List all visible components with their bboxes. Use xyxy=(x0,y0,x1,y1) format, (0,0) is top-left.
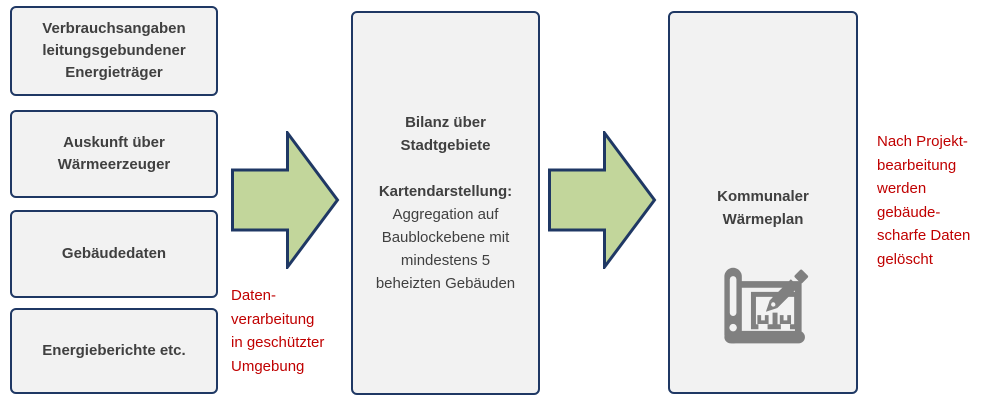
annotation-data-processing: Daten- verarbeitung in geschützter Umgeb… xyxy=(231,287,325,375)
input-box-label: Gebäudedaten xyxy=(61,245,167,262)
input-box-energieberichte: Energieberichte etc. xyxy=(10,308,218,394)
process-box-title: Bilanz über Stadtgebiete xyxy=(400,114,491,154)
blueprint-pencil-icon xyxy=(711,257,815,355)
process-box-body: Aggregation auf Baublockebene mit mindes… xyxy=(375,206,516,292)
output-box-kommunaler-waermeplan: Kommunaler Wärmeplan xyxy=(668,11,858,394)
output-box-title: Kommunaler Wärmeplan xyxy=(717,188,809,228)
process-box-subtitle: Kartendarstellung: xyxy=(378,183,513,200)
input-box-label: Verbrauchsangaben leitungsgebundener Ene… xyxy=(42,20,186,81)
input-box-verbrauchsangaben: Verbrauchsangaben leitungsgebundener Ene… xyxy=(10,6,218,96)
annotation-data-deletion: Nach Projekt- bearbeitung werden gebäude… xyxy=(877,133,971,268)
input-box-gebaeudedaten: Gebäudedaten xyxy=(10,210,218,298)
input-box-label: Energieberichte etc. xyxy=(42,342,186,359)
right-arrow-icon xyxy=(548,131,657,269)
right-arrow-icon xyxy=(231,131,340,269)
input-box-auskunft-waermeerzeuger: Auskunft über Wärmeerzeuger xyxy=(10,110,218,198)
input-box-label: Auskunft über Wärmeerzeuger xyxy=(57,134,171,173)
process-box-bilanz: Bilanz über Stadtgebiete Kartendarstellu… xyxy=(351,11,540,395)
